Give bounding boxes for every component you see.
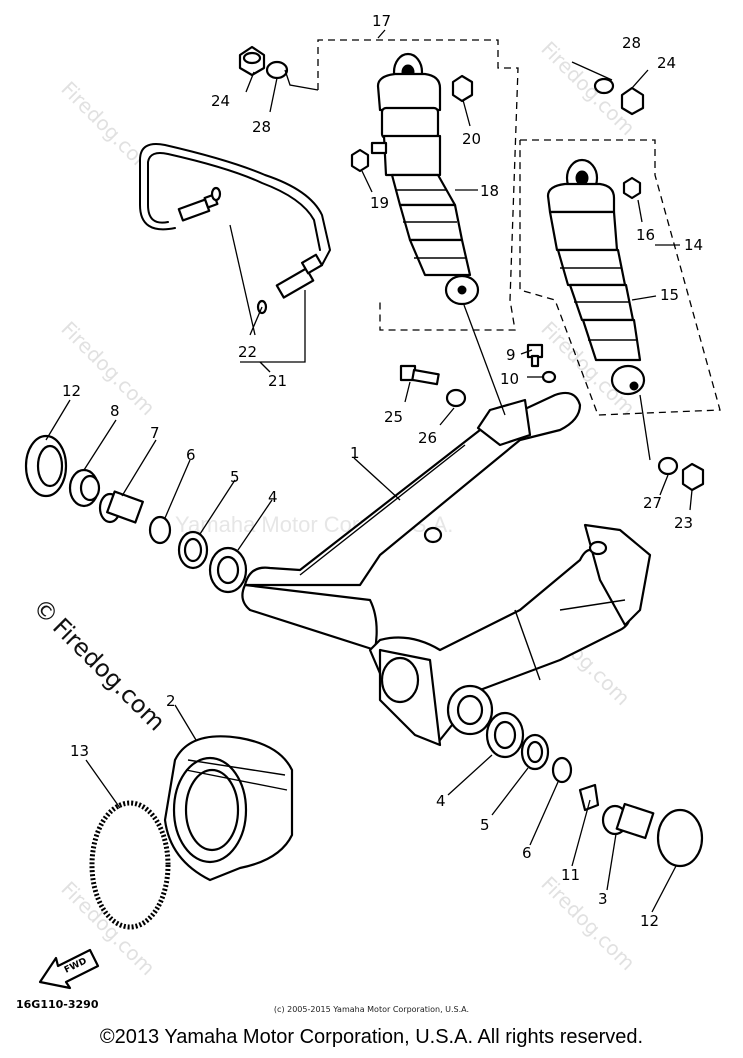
callout-1: 1 xyxy=(350,444,360,462)
callout-11: 11 xyxy=(561,866,580,884)
fwd-arrow-icon: FWD xyxy=(38,948,100,990)
callout-18: 18 xyxy=(480,182,499,200)
callout-28-right: 28 xyxy=(622,34,641,52)
bolt-9 xyxy=(526,343,544,368)
callout-15: 15 xyxy=(660,286,679,304)
callout-5-right: 5 xyxy=(480,816,490,834)
callout-22: 22 xyxy=(238,343,257,361)
plate-11 xyxy=(578,783,600,812)
cap-12-left xyxy=(24,434,68,498)
callout-5-left: 5 xyxy=(230,468,240,486)
watermark-text: Firedog.com xyxy=(56,317,160,421)
nut-24-right xyxy=(620,86,645,116)
callout-23: 23 xyxy=(674,514,693,532)
cap-12-right xyxy=(656,808,704,868)
nut-16 xyxy=(622,176,642,200)
callout-17: 17 xyxy=(372,12,391,30)
shock-assembly-17 xyxy=(317,39,519,331)
callout-13: 13 xyxy=(70,742,89,760)
washer-28-right xyxy=(593,77,615,95)
callout-25: 25 xyxy=(384,408,403,426)
nut-19 xyxy=(350,148,370,173)
boot-2 xyxy=(163,735,294,882)
callout-21: 21 xyxy=(268,372,287,390)
hose-21 xyxy=(139,143,331,315)
callout-27: 27 xyxy=(643,494,662,512)
callout-26: 26 xyxy=(418,429,437,447)
oil-seal-5-right xyxy=(520,733,550,771)
callout-7: 7 xyxy=(150,424,160,442)
callout-24: 24 xyxy=(211,92,230,110)
callout-4-left: 4 xyxy=(268,488,278,506)
bearing-4-left xyxy=(208,546,248,594)
washer-27 xyxy=(657,456,679,476)
shock-assembly-14 xyxy=(519,139,721,416)
callout-19: 19 xyxy=(370,194,389,212)
callout-2: 2 xyxy=(166,692,176,710)
callout-9: 9 xyxy=(506,346,516,364)
callout-12-right: 12 xyxy=(640,912,659,930)
callout-28: 28 xyxy=(252,118,271,136)
swing-arm-1 xyxy=(241,391,652,747)
firedog-watermark-text: Firedog.com xyxy=(47,613,171,737)
firedog-watermark: © Firedog.com xyxy=(27,593,170,736)
washer-28-left xyxy=(265,60,289,80)
collar-6-right xyxy=(551,756,573,784)
callout-10: 10 xyxy=(500,370,519,388)
callout-20: 20 xyxy=(462,130,481,148)
watermark-text: Firedog.com xyxy=(536,872,640,976)
callout-4-right: 4 xyxy=(436,792,446,810)
oil-seal-5-left xyxy=(177,530,209,570)
pivot-shaft-7 xyxy=(98,490,144,524)
callout-6-right: 6 xyxy=(522,844,532,862)
pivot-shaft-3 xyxy=(601,802,655,840)
nut-10 xyxy=(541,370,557,384)
collar-6-left xyxy=(148,515,172,545)
callout-3: 3 xyxy=(598,890,608,908)
callout-12-left: 12 xyxy=(62,382,81,400)
seal-ring-13 xyxy=(89,800,171,930)
nut-26 xyxy=(445,388,467,408)
bolt-25 xyxy=(399,364,440,386)
nut-24-left xyxy=(238,45,266,77)
callout-8: 8 xyxy=(110,402,120,420)
small-copyright: (c) 2005-2015 Yamaha Motor Corporation, … xyxy=(273,1005,470,1014)
copyright-footer: ©2013 Yamaha Motor Corporation, U.S.A. A… xyxy=(99,1026,644,1048)
watermark-text: Firedog.com xyxy=(536,37,640,141)
callout-24-right: 24 xyxy=(657,54,676,72)
callout-labels: 17 24 28 20 19 18 28 24 16 14 15 22 21 9… xyxy=(62,12,703,930)
nut-20 xyxy=(451,74,474,103)
leader-lines xyxy=(45,29,693,913)
callout-6-left: 6 xyxy=(186,446,196,464)
bearing-4-right xyxy=(485,711,525,759)
locknut-8 xyxy=(68,468,101,508)
callout-14: 14 xyxy=(684,236,703,254)
callout-16: 16 xyxy=(636,226,655,244)
diagram-code: 16G110-3290 xyxy=(16,998,99,1011)
nut-23 xyxy=(681,462,705,492)
